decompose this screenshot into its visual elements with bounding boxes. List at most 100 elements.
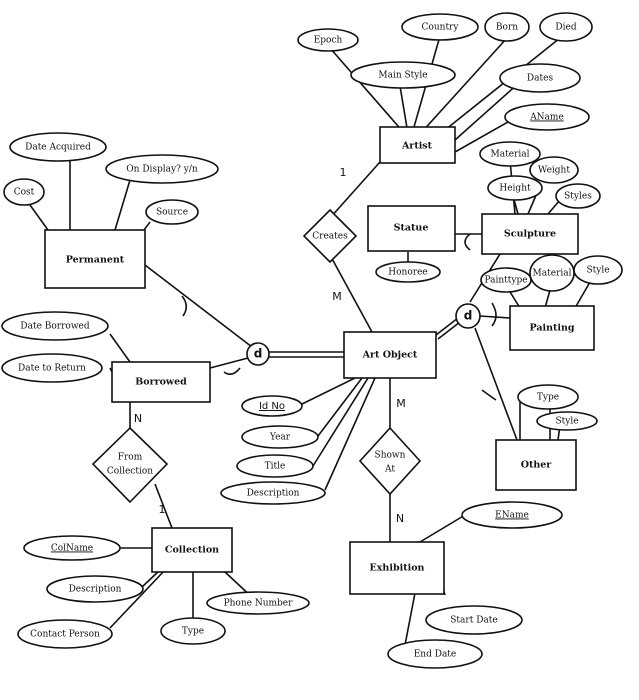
attribute-material-painting: Material bbox=[529, 254, 575, 292]
entity-artist: Artist bbox=[379, 126, 456, 164]
svg-text:End Date: End Date bbox=[414, 650, 457, 660]
svg-text:Type: Type bbox=[537, 393, 559, 403]
subset-arcs bbox=[181, 233, 497, 401]
svg-text:Date Borrowed: Date Borrowed bbox=[20, 322, 89, 332]
attribute-type-col: Type bbox=[160, 617, 226, 645]
svg-text:Title: Title bbox=[265, 462, 286, 472]
attribute-start-date: Start Date bbox=[425, 605, 523, 635]
attribute-contact-person: Contact Person bbox=[17, 619, 113, 649]
svg-text:Material: Material bbox=[491, 150, 530, 160]
attribute-type-other: Type bbox=[517, 384, 579, 410]
attribute-title: Title bbox=[236, 454, 314, 478]
svg-text:Creates: Creates bbox=[312, 232, 348, 242]
specialization-artwork-type-disjoint: d bbox=[455, 303, 481, 329]
attribute-date-acquired: Date Acquired bbox=[9, 132, 107, 162]
cardinality-shown-n: N bbox=[396, 512, 404, 525]
attribute-year: Year bbox=[241, 425, 319, 449]
svg-text:Epoch: Epoch bbox=[314, 36, 343, 46]
svg-text:Date Acquired: Date Acquired bbox=[25, 143, 91, 153]
svg-text:d: d bbox=[464, 309, 473, 323]
attribute-description-art: Description bbox=[220, 481, 326, 505]
attribute-on-display: On Display? y/n bbox=[105, 154, 219, 184]
svg-text:Other: Other bbox=[521, 460, 553, 471]
entity-other: Other bbox=[495, 439, 577, 491]
attribute-source: Source bbox=[145, 199, 199, 225]
svg-text:Year: Year bbox=[269, 433, 291, 443]
svg-text:Style: Style bbox=[555, 417, 578, 427]
attribute-died: Died bbox=[539, 12, 593, 42]
svg-text:Date to Return: Date to Return bbox=[18, 364, 86, 374]
attribute-epoch: Epoch bbox=[297, 28, 359, 52]
cardinality-creates-artist: 1 bbox=[340, 166, 347, 179]
attribute-weight: Weight bbox=[529, 156, 579, 184]
specialization-art-object-disjoint: d bbox=[246, 342, 270, 366]
attribute-height: Height bbox=[487, 175, 543, 201]
svg-text:Permanent: Permanent bbox=[66, 255, 125, 266]
svg-text:Art Object: Art Object bbox=[362, 350, 418, 361]
cardinality-labels: 1 M N 1 M N bbox=[134, 166, 406, 525]
svg-text:Borrowed: Borrowed bbox=[135, 377, 187, 388]
svg-text:Dates: Dates bbox=[527, 74, 554, 84]
attribute-id-no: Id No bbox=[241, 395, 303, 417]
svg-text:Source: Source bbox=[156, 208, 188, 218]
cardinality-creates-art: M bbox=[332, 290, 342, 303]
svg-text:Material: Material bbox=[533, 269, 572, 279]
svg-text:Cost: Cost bbox=[14, 188, 35, 198]
cardinality-borrowed-n: N bbox=[134, 412, 142, 425]
svg-text:At: At bbox=[384, 465, 395, 475]
attribute-honoree: Honoree bbox=[375, 261, 441, 283]
attribute-styles: Styles bbox=[555, 183, 601, 209]
svg-text:Exhibition: Exhibition bbox=[370, 563, 425, 574]
attribute-material-sculpture: Material bbox=[479, 141, 541, 167]
attribute-main-style: Main Style bbox=[350, 61, 456, 89]
svg-text:Shown: Shown bbox=[375, 451, 406, 461]
svg-text:Artist: Artist bbox=[401, 141, 433, 152]
entity-art-object: Art Object bbox=[343, 331, 437, 379]
svg-text:Born: Born bbox=[496, 23, 518, 33]
attribute-aname: AName bbox=[504, 103, 590, 131]
attribute-style-painting: Style bbox=[573, 255, 623, 285]
attribute-colname: ColName bbox=[23, 535, 121, 561]
svg-text:Statue: Statue bbox=[394, 223, 429, 234]
svg-text:EName: EName bbox=[495, 511, 529, 521]
svg-text:Start Date: Start Date bbox=[450, 616, 497, 626]
svg-text:Sculpture: Sculpture bbox=[504, 229, 556, 240]
attribute-cost: Cost bbox=[3, 178, 45, 206]
attribute-end-date: End Date bbox=[387, 639, 483, 669]
attribute-born: Born bbox=[484, 12, 530, 42]
svg-text:Collection: Collection bbox=[165, 545, 219, 556]
svg-text:Weight: Weight bbox=[538, 166, 570, 176]
entity-exhibition: Exhibition bbox=[349, 541, 445, 595]
svg-text:d: d bbox=[254, 347, 263, 361]
svg-text:Styles: Styles bbox=[564, 192, 592, 202]
svg-text:Description: Description bbox=[247, 489, 300, 499]
svg-text:Height: Height bbox=[499, 184, 531, 194]
attribute-phone-number: Phone Number bbox=[206, 591, 310, 615]
attribute-dates: Dates bbox=[499, 63, 581, 93]
svg-text:Style: Style bbox=[586, 266, 609, 276]
attribute-painttype: Painttype bbox=[480, 267, 532, 293]
svg-text:Type: Type bbox=[182, 627, 204, 637]
entity-sculpture: Sculpture bbox=[481, 213, 579, 255]
cardinality-shown-m: M bbox=[396, 397, 406, 410]
entity-permanent: Permanent bbox=[44, 229, 146, 289]
svg-text:Honoree: Honoree bbox=[388, 268, 427, 278]
svg-text:On Display? y/n: On Display? y/n bbox=[126, 165, 198, 175]
svg-text:From: From bbox=[118, 453, 143, 463]
svg-text:Main Style: Main Style bbox=[378, 71, 427, 81]
svg-text:Painttype: Painttype bbox=[484, 276, 527, 286]
entity-borrowed: Borrowed bbox=[111, 361, 211, 403]
svg-text:Id No: Id No bbox=[259, 401, 285, 412]
svg-text:Died: Died bbox=[555, 23, 576, 33]
cardinality-collection-1: 1 bbox=[159, 503, 166, 516]
svg-text:AName: AName bbox=[529, 113, 564, 123]
svg-text:Collection: Collection bbox=[107, 467, 153, 477]
svg-text:Contact Person: Contact Person bbox=[30, 630, 100, 640]
attribute-ename: EName bbox=[461, 501, 563, 529]
entity-painting: Painting bbox=[509, 305, 595, 351]
relationship-from-collection: From Collection bbox=[91, 426, 169, 504]
svg-text:Country: Country bbox=[422, 23, 460, 33]
svg-text:Phone Number: Phone Number bbox=[224, 599, 294, 609]
attribute-date-to-return: Date to Return bbox=[1, 353, 103, 383]
